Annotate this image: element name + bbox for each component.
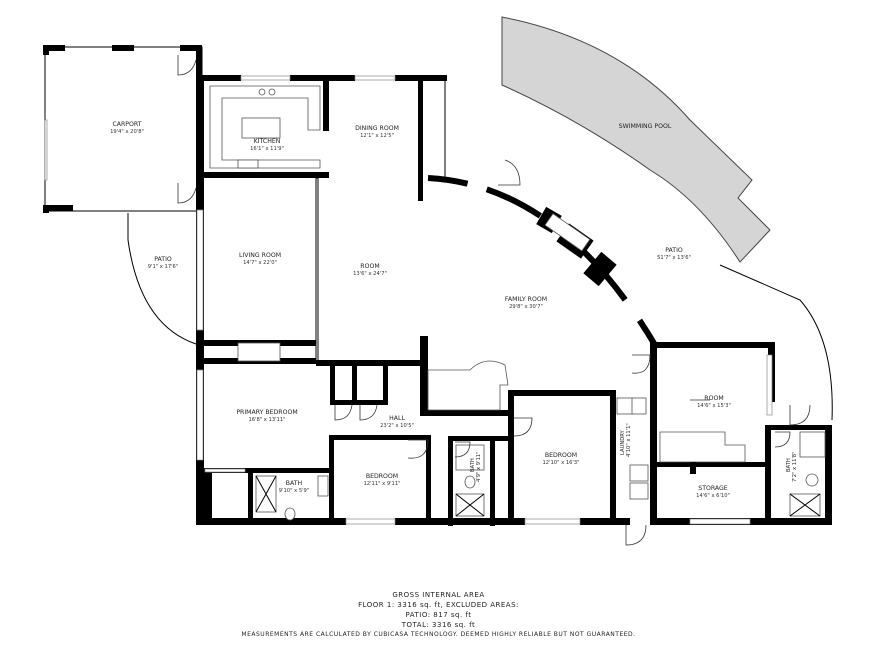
bath-small-name: BATH [470,458,476,472]
pool-name: SWIMMING POOL [619,123,672,130]
laundry-name: LAUNDRY [620,429,626,455]
summary-title: GROSS INTERNAL AREA [392,591,485,599]
primary-dims: 16'8" x 13'11" [248,417,285,423]
room-right-name: ROOM [704,395,723,402]
family-dims: 29'8" x 30'7" [509,304,543,310]
kitchen-name: KITCHEN [254,138,281,145]
dining-dims: 12'1" x 12'5" [360,133,394,139]
hall-name: HALL [389,415,405,422]
patio-right-dims: 51'7" x 13'6" [657,255,691,261]
room-center-name: ROOM [360,263,379,270]
bath-primary-dims: 9'10" x 5'9" [279,488,310,494]
windows [44,75,773,525]
bedroom-left-dims: 12'11" x 9'11" [363,481,400,487]
summary-floor: FLOOR 1: 3316 sq. ft, EXCLUDED AREAS: [358,601,519,609]
bedroom-mid-name: BEDROOM [545,452,577,459]
hall-dims: 23'2" x 10'5" [380,423,414,429]
summary-patio: PATIO: 817 sq. ft [405,611,472,619]
bedroom-left-name: BEDROOM [366,473,398,480]
storage-name: STORAGE [698,485,728,492]
living-dims: 14'7" x 22'0" [243,260,277,266]
room-center-dims: 13'6" x 24'7" [353,271,387,277]
room-right-dims: 14'6" x 15'3" [697,403,731,409]
bath-right-name: BATH [786,458,792,472]
kitchen-dims: 16'1" x 11'9" [250,146,284,152]
bath-right-dims: 7'2" x 11'8" [792,452,798,483]
patio-left-dims: 9'1" x 17'6" [148,264,179,270]
primary-name: PRIMARY BEDROOM [236,409,297,416]
room-labels: CARPORT 19'4" x 20'8" KITCHEN 16'1" x 11… [110,121,798,499]
family-name: FAMILY ROOM [505,296,547,303]
laundry-dims: 4'10" x 11'1" [626,423,632,457]
living-name: LIVING ROOM [239,252,281,259]
patio-left-name: PATIO [154,256,172,263]
swimming-pool [501,16,771,263]
storage-dims: 14'6" x 6'10" [696,493,730,499]
bedroom-mid-dims: 12'10" x 16'3" [542,460,579,466]
interior-walls [204,81,831,526]
fixtures [209,85,826,521]
area-summary: GROSS INTERNAL AREA FLOOR 1: 3316 sq. ft… [0,590,877,640]
dining-name: DINING ROOM [355,125,399,132]
doors [177,55,811,546]
summary-total: TOTAL: 3316 sq. ft [401,621,476,629]
curved-wall [427,175,658,347]
carport-dims: 19'4" x 20'8" [110,129,144,135]
bath-small-dims: 4'9" x 9'11" [476,452,482,483]
summary-disclaimer: MEASUREMENTS ARE CALCULATED BY CUBICASA … [241,631,636,638]
patio-right-name: PATIO [665,247,683,254]
bath-primary-name: BATH [286,480,303,487]
patio-left-outline [127,213,197,345]
patio-right-outline [719,264,833,421]
carport-name: CARPORT [112,121,141,128]
